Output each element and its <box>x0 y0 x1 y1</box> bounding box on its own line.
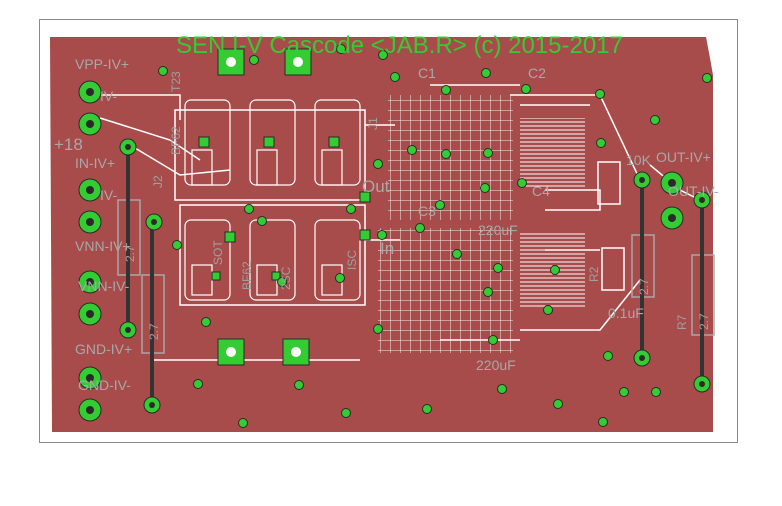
transistor-pads <box>198 136 371 281</box>
label-cap-small: 0.1uF <box>608 305 644 321</box>
label-iv-top: IV- <box>100 88 117 104</box>
label-cap-bottom: 220uF <box>476 357 516 373</box>
label-isc: ISC <box>345 250 359 270</box>
left-connector-pads <box>78 80 102 422</box>
label-j1: J1 <box>366 117 380 130</box>
label-r2: R2 <box>587 266 601 282</box>
label-out-minus: OUT-IV- <box>668 183 719 199</box>
label-r-value-3: 2.7 <box>637 278 651 295</box>
label-plus18: +18 <box>54 135 83 154</box>
label-in: IN-IV+ <box>75 155 115 171</box>
label-r-value-2: 2.7 <box>147 323 161 340</box>
label-out: OUT-IV+ <box>656 149 711 165</box>
label-10k: 10K <box>626 152 652 168</box>
label-c2: C2 <box>528 65 546 81</box>
square-pads <box>217 48 312 366</box>
label-out-net: Out <box>362 177 390 196</box>
label-r7: R7 <box>675 314 689 330</box>
label-r-value-1: 2.7 <box>123 245 137 262</box>
label-iv-mid: IV- <box>100 187 117 203</box>
board-outline <box>39 19 738 443</box>
right-connector-pads <box>660 171 684 230</box>
trace-outlines <box>99 84 701 361</box>
label-r-value-4: 2.7 <box>697 313 711 330</box>
label-vnn: VNN-IV+ <box>75 238 131 254</box>
transistor-footprints <box>184 99 361 301</box>
label-cap-top: 220uF <box>478 222 518 238</box>
label-vnn-minus: VNN-IV- <box>78 278 130 294</box>
label-vpp: VPP-IV+ <box>75 56 129 72</box>
label-in-net: In <box>380 239 394 258</box>
label-bf62-top: BF62 <box>169 126 183 155</box>
capacitor-pads <box>378 95 625 353</box>
label-c4: C4 <box>532 183 550 199</box>
label-bf62-bottom: BF62 <box>240 261 254 290</box>
label-gnd-minus: GND-IV- <box>78 377 131 393</box>
label-j2: J2 <box>151 175 165 188</box>
label-c3: C3 <box>418 203 436 219</box>
board-title: SEN I-V Cascode <JAB.R> (c) 2015-2017 <box>176 32 623 59</box>
resistor-leads <box>126 145 704 405</box>
label-gnd: GND-IV+ <box>75 341 132 357</box>
label-t23: T23 <box>169 71 183 92</box>
label-2sc: 2SC <box>279 266 293 290</box>
label-c1: C1 <box>418 65 436 81</box>
label-sot: SOT <box>211 240 225 265</box>
vias <box>158 44 712 428</box>
resistor-end-pads <box>119 138 711 414</box>
